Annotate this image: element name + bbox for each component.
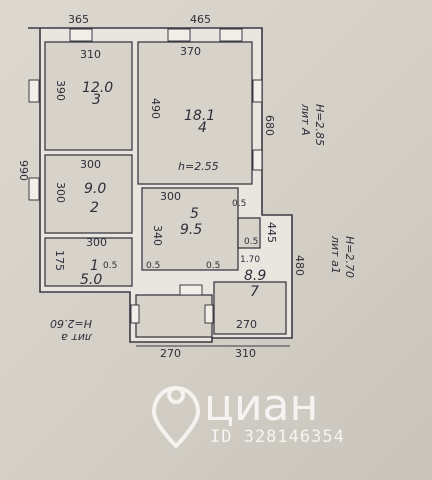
dim-annex-width: 270 [236, 318, 257, 331]
lit-a1-height: H=2.70 [343, 236, 356, 278]
room-2-number: 2 [90, 200, 99, 216]
dim-top-right: 465 [190, 13, 211, 26]
window-left-1 [28, 79, 40, 103]
room-5-number: 5 [190, 206, 199, 222]
window-bottom [179, 284, 203, 296]
room-1-number: 1 [90, 258, 99, 274]
lit-a-label: лит А H=2.85 [299, 103, 326, 146]
lit-a-lower-name: лит а [61, 331, 93, 344]
room-3-number: 3 [92, 92, 101, 108]
room-7-area: 8.9 [244, 268, 266, 284]
annex-lower [135, 294, 213, 338]
room-1-width: 300 [86, 236, 107, 249]
room-5-length: 340 [151, 225, 164, 246]
room-5-width: 300 [160, 190, 181, 203]
small-dim-2: 0.5 [146, 261, 160, 271]
small-dim-3: 0.5 [206, 261, 220, 271]
small-dim-1: 0.5 [103, 261, 117, 271]
window-top-left [69, 28, 93, 42]
cian-watermark: циан ID 328146354 [151, 380, 345, 449]
dim-left-height: 990 [17, 160, 30, 181]
window-top-right [167, 28, 191, 42]
small-dim-5: 0.5 [232, 199, 246, 209]
room-3 [44, 41, 133, 151]
window-top-right-2 [219, 28, 243, 42]
dim-annex-height: 480 [293, 255, 306, 276]
dim-top-left: 365 [68, 13, 89, 26]
room-1 [44, 237, 133, 287]
watermark-id: ID 328146354 [210, 427, 345, 447]
lit-a1-name: лит а1 [329, 235, 342, 274]
dim-bottom-right: 310 [235, 347, 256, 360]
room-2 [44, 154, 133, 234]
room-3-area: 12.0 [82, 80, 113, 96]
window-right-2 [252, 149, 263, 171]
room-2-area: 9.0 [84, 181, 106, 197]
room-7 [213, 281, 287, 335]
small-dim-6: 1.70 [240, 255, 260, 265]
window-left-2 [28, 177, 40, 201]
small-dim-4: 0.5 [244, 237, 258, 247]
room-5 [141, 187, 239, 271]
room-4-length: 490 [149, 98, 162, 119]
dim-room4-width: 370 [180, 45, 201, 58]
window-right-1 [252, 79, 263, 103]
map-pin-icon [151, 385, 201, 449]
window-annex-left [130, 304, 140, 324]
lit-a-lower-label: лит а H=2.60 [50, 317, 93, 344]
watermark-brand: циан [204, 380, 318, 431]
room-1-area: 5.0 [80, 272, 102, 288]
lit-a-height: H=2.85 [313, 104, 326, 146]
room-4-area: 18.1 [184, 108, 215, 124]
ceiling-height-note: h=2.55 [178, 160, 219, 173]
lit-a-lower-height: H=2.60 [50, 317, 92, 330]
room-1-length: 175 [53, 250, 66, 271]
room-4-number: 4 [198, 120, 207, 136]
dim-right-height: 680 [263, 115, 276, 136]
room-3-length: 390 [54, 80, 67, 101]
room-5-area: 9.5 [180, 222, 202, 238]
lit-a-name: лит А [299, 103, 312, 136]
room-7-number: 7 [250, 284, 259, 300]
dim-right-lower: 445 [265, 222, 278, 243]
room-3-width: 310 [80, 48, 101, 61]
room-4 [137, 41, 253, 185]
room-2-length: 300 [54, 182, 67, 203]
window-annex-right [204, 304, 214, 324]
room-2-width: 300 [80, 158, 101, 171]
dim-bottom-left: 270 [160, 347, 181, 360]
lit-a1-label: лит а1 H=2.70 [329, 235, 356, 278]
